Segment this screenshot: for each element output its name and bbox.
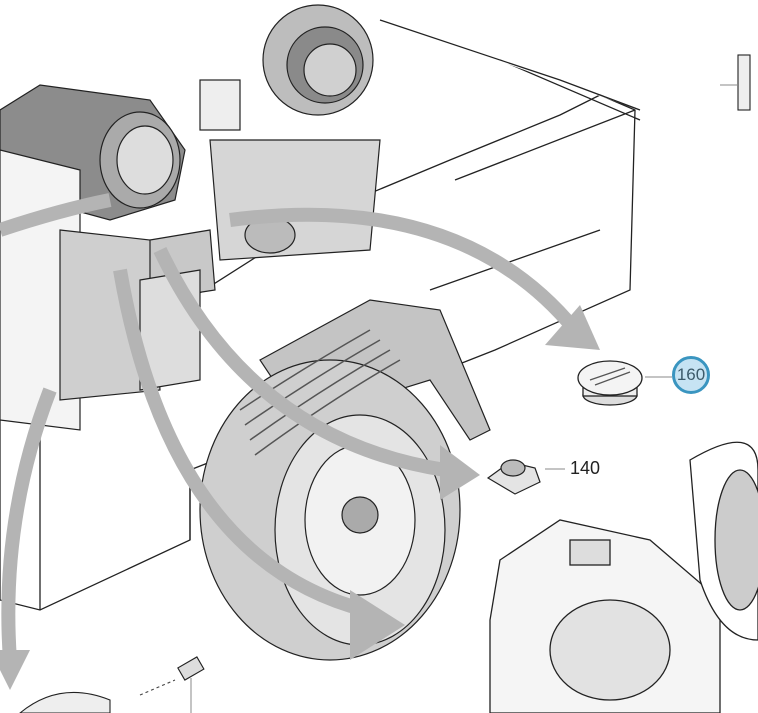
arrow-heads	[0, 305, 600, 690]
filler-cap-part	[577, 360, 672, 406]
callout-140[interactable]: 140	[570, 458, 601, 478]
flange-part	[486, 459, 565, 495]
callout-160[interactable]: 160	[672, 356, 710, 394]
fitting-part-top-right	[720, 54, 751, 111]
exploded-arrows	[0, 193, 581, 661]
gearbox-housing	[489, 441, 758, 713]
hose-fitting-part	[19, 656, 205, 713]
